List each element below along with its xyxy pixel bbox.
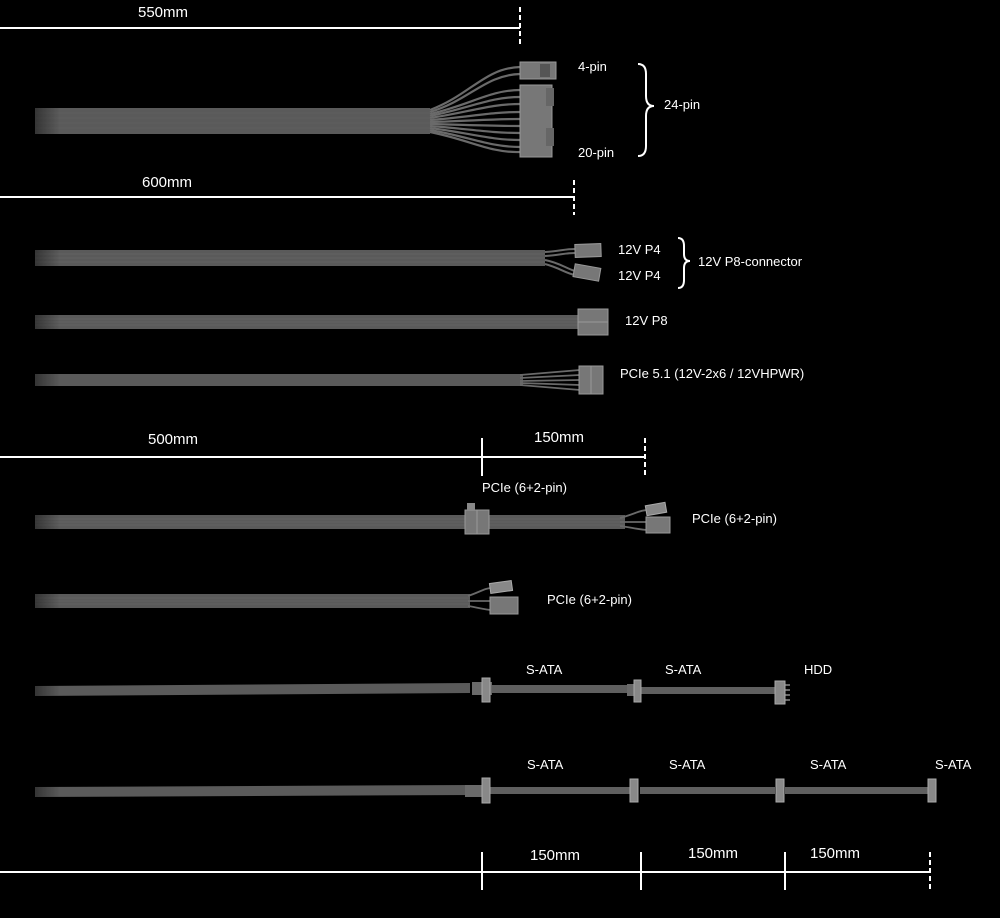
dim-line-550 — [0, 7, 521, 47]
dim-label-sata-150-3: 150mm — [810, 845, 861, 862]
label-20pin: 20-pin — [578, 145, 615, 160]
label-row1-hdd: HDD — [804, 662, 833, 677]
label-row2-sata-3: S-ATA — [810, 757, 847, 772]
label-pcie-mid: PCIe (6+2-pin) — [482, 480, 567, 495]
label-row2-sata-4: S-ATA — [935, 757, 972, 772]
dim-label-pcie-150: 150mm — [534, 429, 585, 446]
label-24pin: 24-pin — [664, 97, 701, 112]
pcie-single-cable — [0, 579, 519, 615]
label-12v-p8: 12V P8 — [625, 313, 668, 328]
label-pcie51: PCIe 5.1 (12V-2x6 / 12VHPWR) — [620, 366, 805, 381]
dim-label-sata-150-1: 150mm — [530, 847, 581, 864]
label-12v-p4-b: 12V P4 — [618, 268, 661, 283]
label-pcie-single: PCIe (6+2-pin) — [547, 592, 632, 607]
dim-line-600 — [0, 180, 575, 215]
dim-line-500-150 — [0, 438, 646, 476]
sata-hdd-cable — [0, 677, 790, 705]
dim-label-600: 600mm — [142, 174, 193, 191]
dim-label-500: 500mm — [148, 431, 199, 448]
dim-label-550: 550mm — [138, 4, 189, 21]
label-4pin: 4-pin — [578, 59, 607, 74]
label-row2-sata-1: S-ATA — [527, 757, 564, 772]
label-pcie-end: PCIe (6+2-pin) — [692, 511, 777, 526]
sata-4x-cable — [0, 777, 937, 804]
label-row1-sata-1: S-ATA — [526, 662, 563, 677]
brace-p8-connector — [677, 237, 691, 289]
eps-p4-split-cable — [0, 243, 602, 282]
pcie51-cable — [0, 365, 604, 395]
atx-24pin-cable — [0, 61, 557, 158]
brace-24pin — [637, 63, 655, 157]
eps-p8-cable — [0, 308, 609, 336]
label-row2-sata-2: S-ATA — [669, 757, 706, 772]
label-12v-p4-a: 12V P4 — [618, 242, 661, 257]
label-row1-sata-2: S-ATA — [665, 662, 702, 677]
pcie-dual-cable — [0, 501, 671, 535]
dim-line-sata-segments — [0, 852, 931, 890]
dim-label-sata-150-2: 150mm — [688, 845, 739, 862]
label-p8-connector: 12V P8-connector — [698, 254, 803, 269]
